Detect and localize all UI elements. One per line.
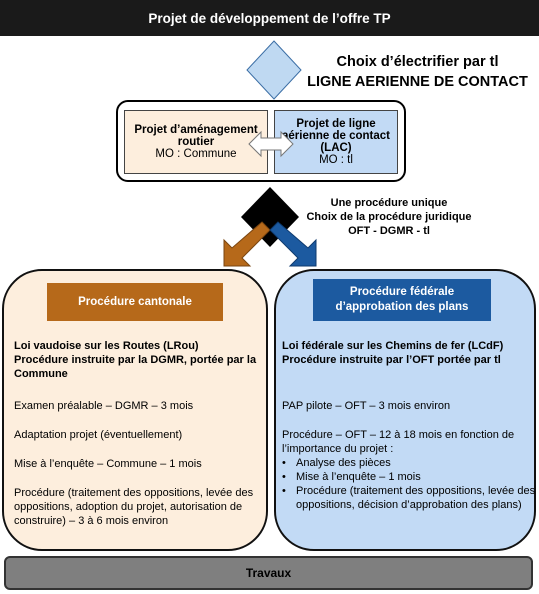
- cantonal-procedure-panel: Procédure cantonale Loi vaudoise sur les…: [2, 269, 268, 551]
- cantonal-badge-label: Procédure cantonale: [78, 295, 192, 308]
- double-arrow-icon: [248, 130, 294, 158]
- cantonal-law-line-2: Procédure instruite par la DGMR, portée …: [14, 354, 257, 380]
- federal-bullet: Analyse des pièces: [282, 456, 539, 470]
- federal-procedure-panel: Procédure fédérale d’approbation des pla…: [274, 269, 536, 551]
- header-bar: Projet de développement de l’offre TP: [0, 0, 539, 36]
- decision-line-2: Choix de la procédure juridique: [306, 211, 472, 223]
- federal-badge: Procédure fédérale d’approbation des pla…: [313, 279, 491, 321]
- cantonal-step: Adaptation projet (éventuellement): [14, 429, 183, 441]
- cantonal-badge: Procédure cantonale: [47, 283, 223, 321]
- project-lac-box: Projet de ligne aérienne de contact (LAC…: [274, 110, 398, 174]
- federal-pap: PAP pilote – OFT – 3 mois environ: [282, 400, 451, 412]
- cantonal-law-line-1: Loi vaudoise sur les Routes (LRou): [14, 340, 199, 352]
- federal-bullet: Mise à l’enquête – 1 mois: [282, 470, 539, 484]
- federal-bullet-list: Analyse des pièces Mise à l’enquête – 1 …: [282, 456, 539, 512]
- federal-procedure: Procédure – OFT – 12 à 18 mois en foncti…: [282, 429, 515, 455]
- choice-line-1: Choix d’électrifier par tl: [336, 54, 499, 70]
- federal-law-line-1: Loi fédérale sur les Chemins de fer (LCd…: [282, 340, 504, 352]
- footer-label: Travaux: [245, 566, 292, 580]
- cantonal-step: Mise à l’enquête – Commune – 1 mois: [14, 458, 202, 470]
- arrow-down-left-icon: [223, 221, 271, 267]
- decision-line-3: OFT - DGMR - tl: [348, 225, 430, 237]
- choice-diamond: [246, 40, 302, 100]
- arrow-down-right-icon: [269, 221, 317, 267]
- project-lac-owner: MO : tl: [319, 154, 353, 166]
- footer-bar: Travaux: [4, 556, 533, 590]
- federal-badge-label: Procédure fédérale d’approbation des pla…: [335, 286, 469, 313]
- cantonal-step: Procédure (traitement des oppositions, l…: [14, 487, 254, 527]
- cantonal-step: Examen préalable – DGMR – 3 mois: [14, 400, 194, 412]
- project-road-owner: MO : Commune: [155, 148, 237, 160]
- choice-line-2: LIGNE AERIENNE DE CONTACT: [307, 74, 528, 90]
- federal-law-line-2: Procédure instruite par l’OFT portée par…: [282, 354, 501, 366]
- project-road-box: Projet d’aménagement routier MO : Commun…: [124, 110, 268, 174]
- federal-bullet: Procédure (traitement des oppositions, l…: [282, 484, 539, 512]
- header-title: Projet de développement de l’offre TP: [148, 10, 391, 26]
- choice-label: Choix d’électrifier par tl LIGNE AERIENN…: [296, 52, 539, 92]
- project-road-title: Projet d’aménagement routier: [134, 124, 258, 148]
- decision-line-1: Une procédure unique: [330, 197, 448, 209]
- decision-label: Une procédure unique Choix de la procédu…: [300, 196, 478, 238]
- project-lac-title: Projet de ligne aérienne de contact (LAC…: [281, 118, 390, 154]
